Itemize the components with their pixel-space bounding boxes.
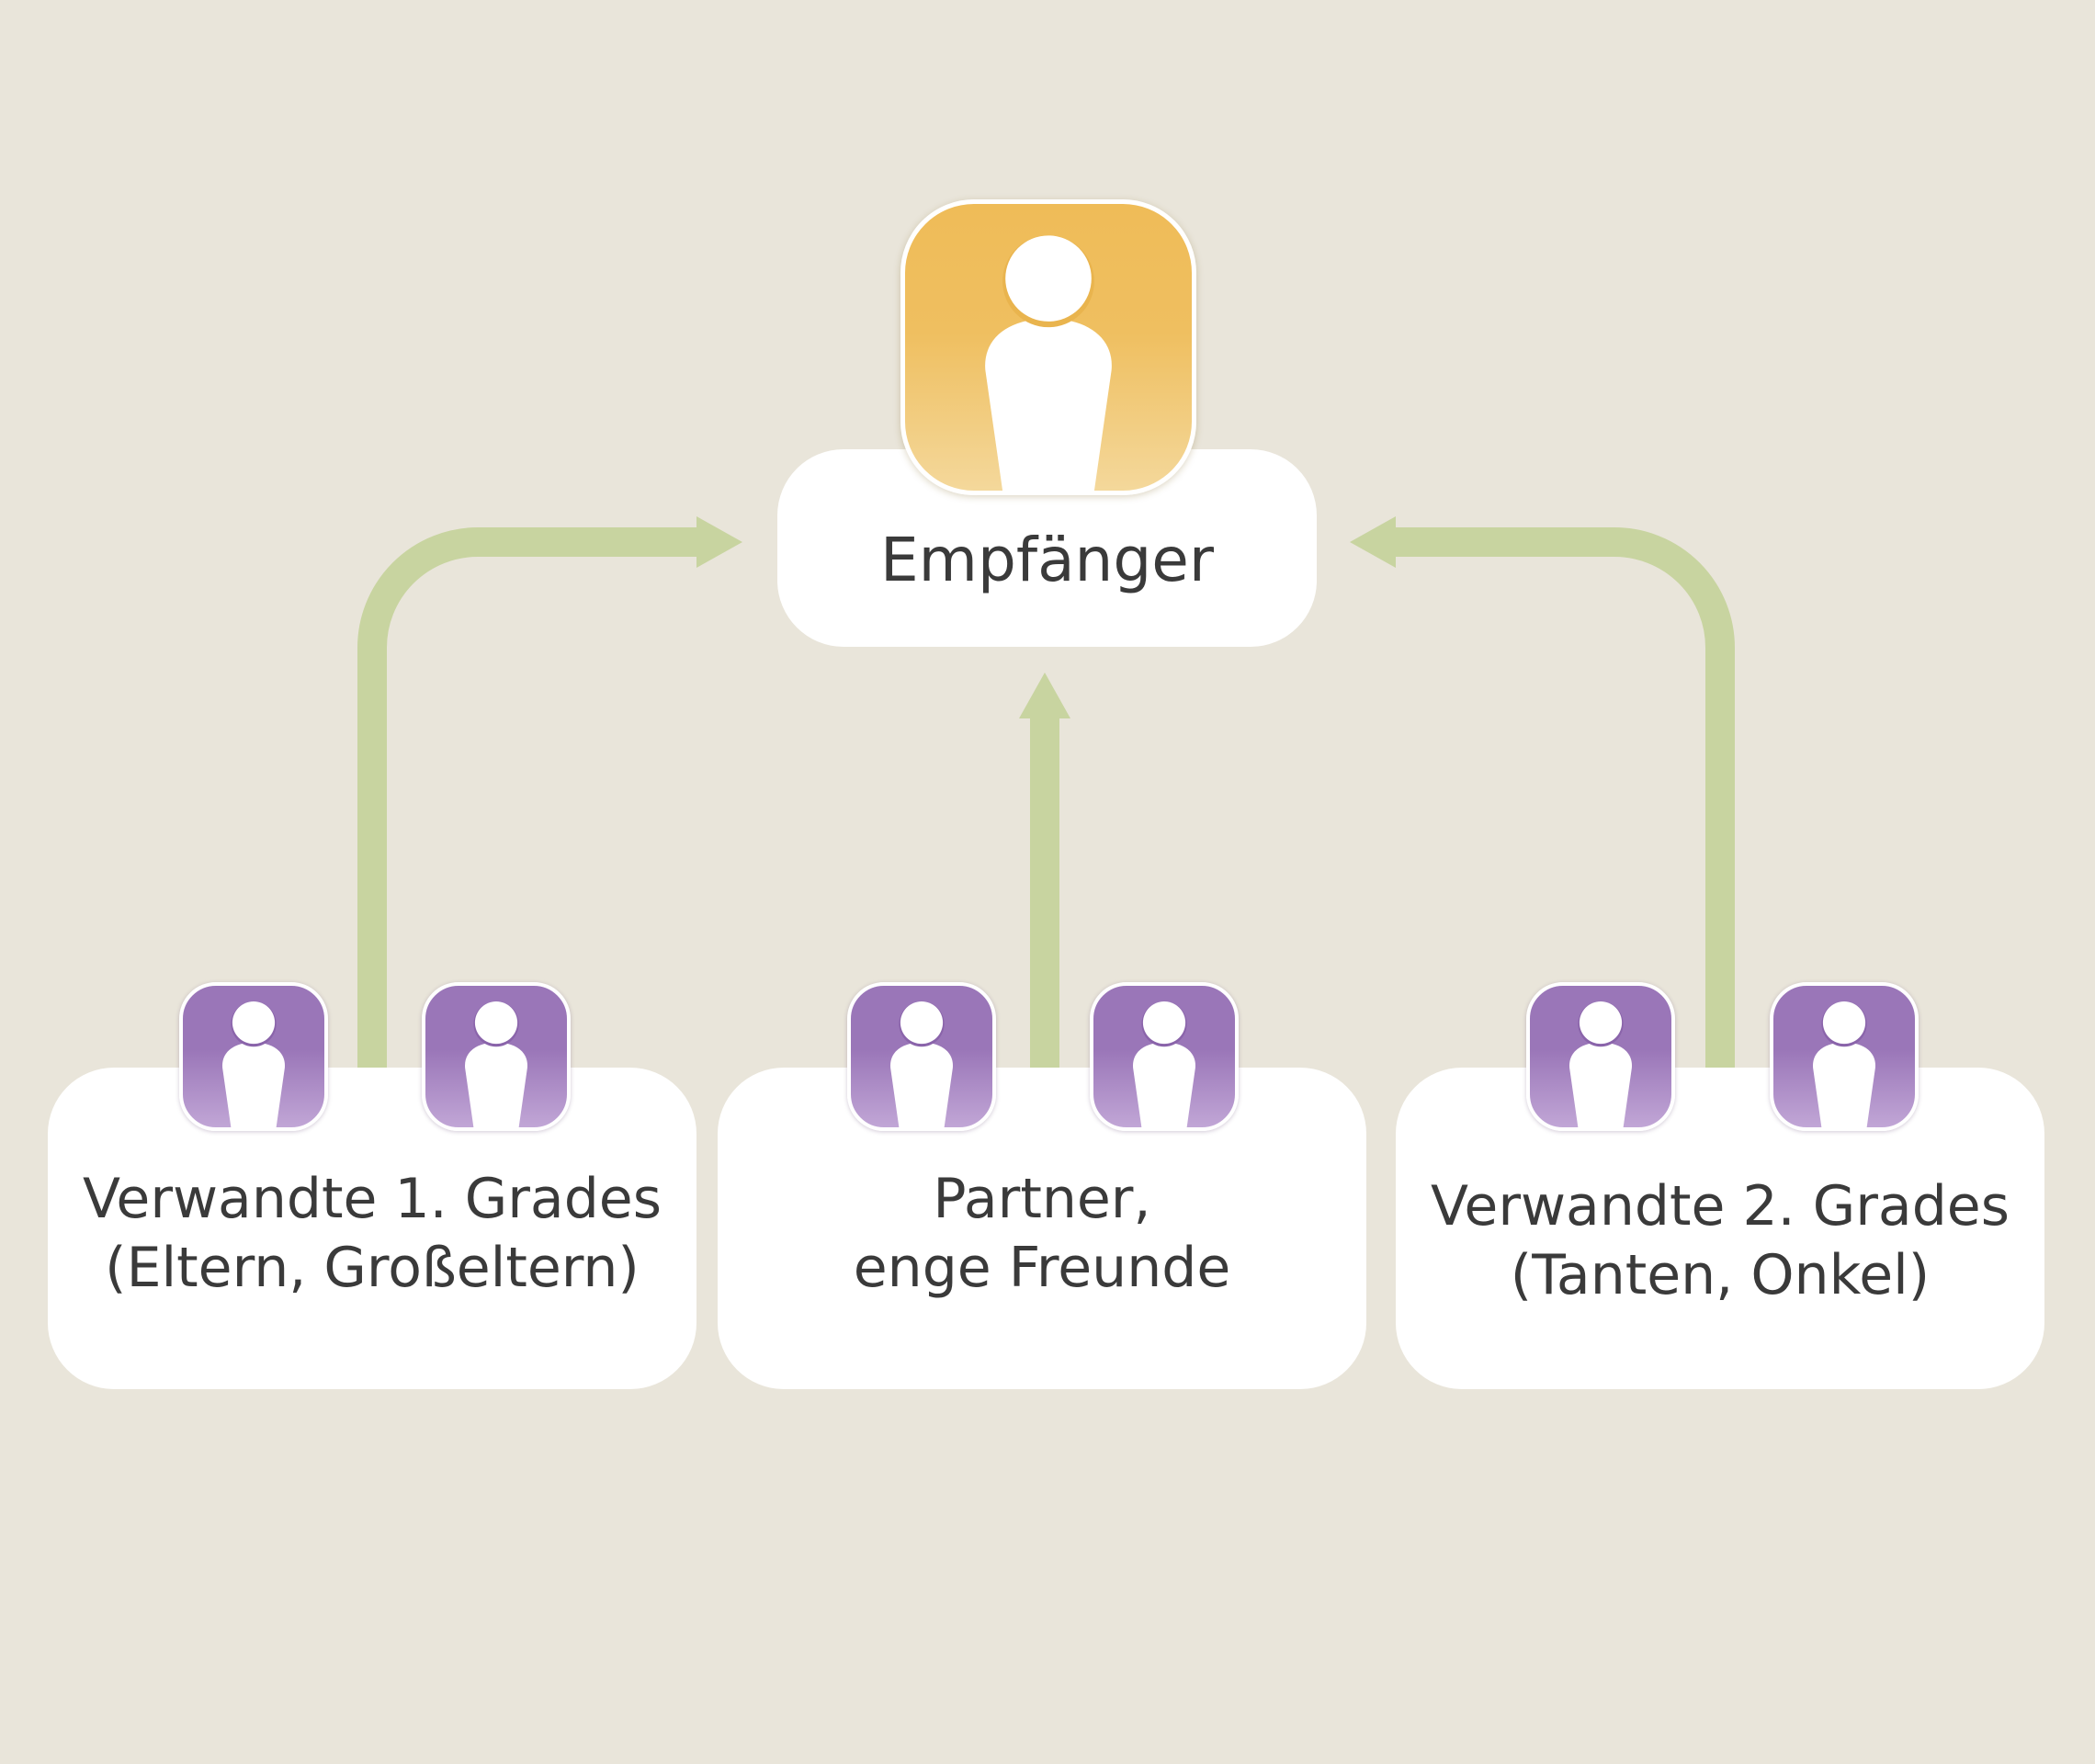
donor-person-icon bbox=[1090, 982, 1239, 1131]
donor-group-second-degree-box: Verwandte 2. Grades (Tanten, Onkel) bbox=[1396, 1068, 2044, 1389]
donor-person-icon bbox=[1526, 982, 1675, 1131]
donor-group-second-degree-label: Verwandte 2. Grades (Tanten, Onkel) bbox=[1396, 1172, 2044, 1310]
recipient-label: Empfänger bbox=[879, 525, 1215, 595]
donor-group-partner-box: Partner, enge Freunde bbox=[718, 1068, 1366, 1389]
arrow-left-head bbox=[696, 516, 742, 568]
donor-group-first-degree-box: Verwandte 1. Grades (Eltern, Großeltern) bbox=[48, 1068, 696, 1389]
donor-group-first-degree-line2: (Eltern, Großeltern) bbox=[105, 1236, 640, 1300]
recipient-person-icon bbox=[900, 199, 1196, 495]
donor-person-icon bbox=[1770, 982, 1919, 1131]
donor-group-partner-label: Partner, enge Freunde bbox=[718, 1165, 1366, 1303]
donor-group-partner-line2: enge Freunde bbox=[853, 1236, 1231, 1300]
recipient-box: Empfänger bbox=[777, 449, 1317, 647]
donor-person-icon bbox=[422, 982, 571, 1131]
donor-group-first-degree-line1: Verwandte 1. Grades bbox=[83, 1167, 662, 1231]
arrow-center-head bbox=[1019, 673, 1070, 718]
arrow-left-connector bbox=[357, 527, 698, 1070]
donor-group-second-degree-line2: (Tanten, Onkel) bbox=[1510, 1243, 1931, 1307]
donor-group-first-degree-label: Verwandte 1. Grades (Eltern, Großeltern) bbox=[48, 1165, 696, 1303]
arrow-right-head bbox=[1350, 516, 1396, 568]
donor-person-icon bbox=[847, 982, 996, 1131]
donor-group-second-degree-line1: Verwandte 2. Grades bbox=[1431, 1174, 2010, 1238]
arrow-right-connector bbox=[1394, 527, 1735, 1070]
donor-person-icon bbox=[179, 982, 328, 1131]
donor-group-partner-line1: Partner, bbox=[933, 1167, 1151, 1231]
